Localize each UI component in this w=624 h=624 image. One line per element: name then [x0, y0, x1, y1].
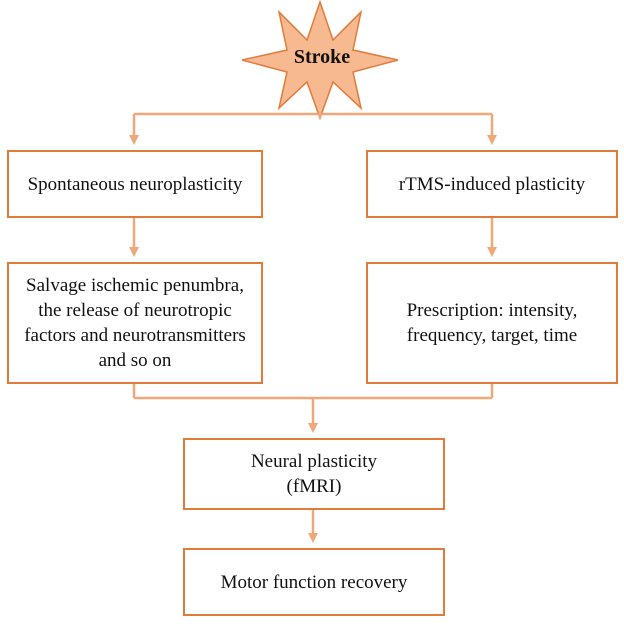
motor-function-recovery-text: Motor function recovery [220, 571, 408, 593]
row-connector-lines [129, 216, 497, 257]
rtms-plasticity-box: rTMS-induced plasticity [366, 150, 618, 218]
salvage-penumbra-box: Salvage ischemic penumbra, the release o… [7, 262, 263, 384]
prescription-line-2: frequency, target, time [406, 325, 578, 346]
salvage-line-2: the release of neurotropic [38, 300, 232, 321]
star-connector-lines [129, 112, 497, 145]
spontaneous-neuroplasticity-box: Spontaneous neuroplasticity [7, 150, 263, 218]
spontaneous-neuroplasticity-text: Spontaneous neuroplasticity [27, 173, 243, 195]
salvage-line-1: Salvage ischemic penumbra, [26, 275, 244, 296]
prescription-line-1: Prescription: intensity, [406, 300, 578, 321]
neural-plasticity-box: Neural plasticity (fMRI) [183, 438, 445, 510]
salvage-line-4: and so on [98, 350, 172, 371]
neural-plasticity-line-2: (fMRI) [286, 476, 342, 497]
motor-function-recovery-box: Motor function recovery [183, 548, 445, 616]
neural-plasticity-line-1: Neural plasticity [250, 451, 378, 472]
stroke-label: Stroke [293, 46, 351, 68]
salvage-line-3: factors and neurotransmitters [24, 325, 246, 346]
merge-connector-lines [132, 384, 494, 543]
prescription-box: Prescription: intensity, frequency, targ… [366, 262, 618, 384]
rtms-plasticity-text: rTMS-induced plasticity [398, 173, 586, 195]
